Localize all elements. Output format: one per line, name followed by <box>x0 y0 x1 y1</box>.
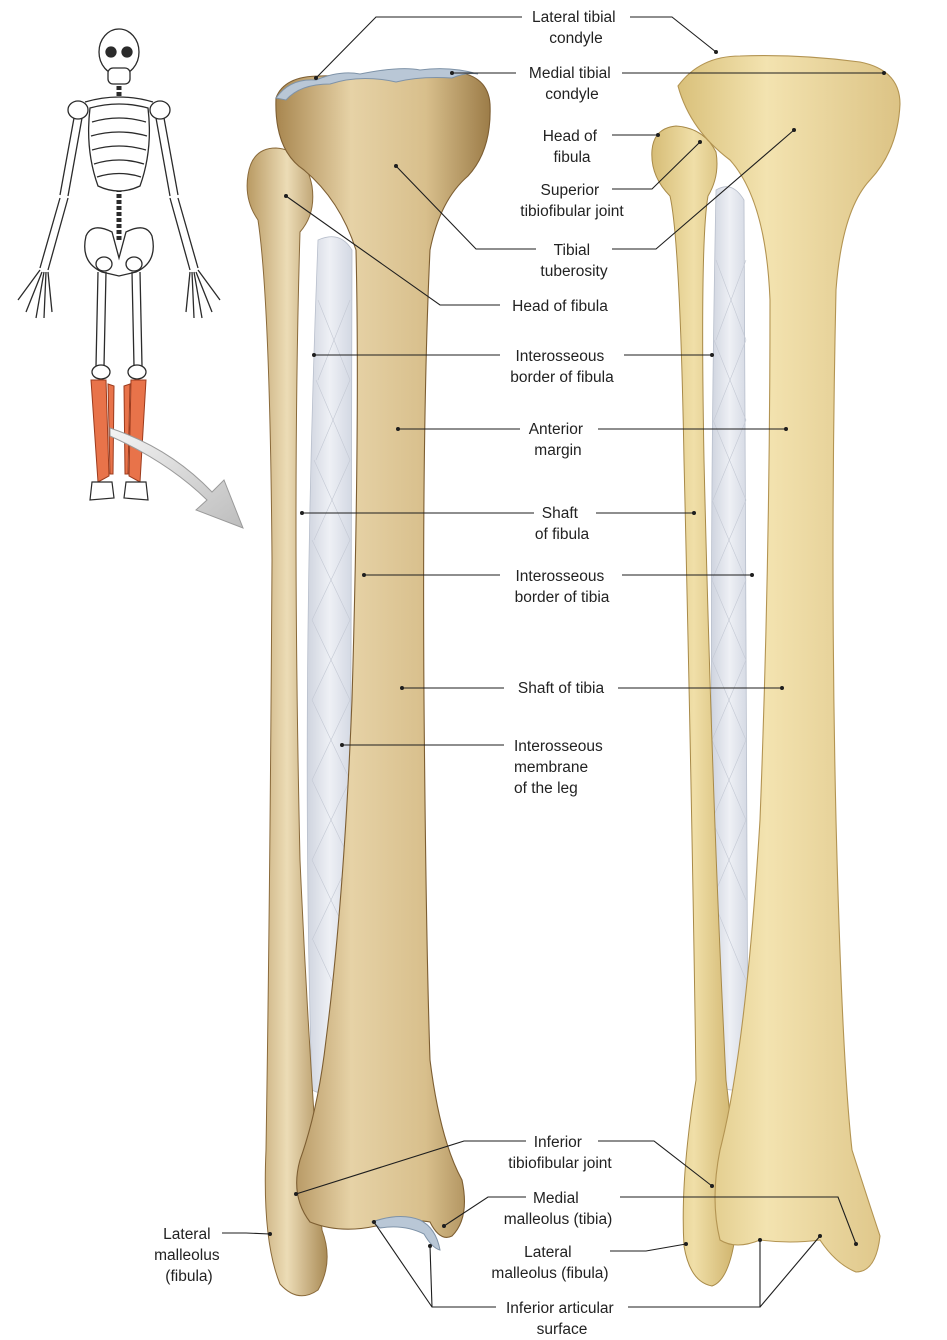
label-tibial-tuberosity: Tibial tuberosity <box>540 242 607 280</box>
label-anterior-margin: Anterior margin <box>529 421 588 459</box>
label-head-of-fibula-right: Head of fibula <box>543 128 602 166</box>
label-superior-tibiofibular-joint: Superior tibiofibular joint <box>520 182 624 220</box>
skeleton-feet <box>90 482 148 500</box>
label-interosseous-border-of-tibia: Interosseous border of tibia <box>515 568 610 606</box>
label-inferior-articular-surface: Inferior articular surface <box>506 1300 618 1338</box>
label-interosseous-membrane: Interosseous membrane of the leg <box>514 738 607 797</box>
anterior-view-bones <box>247 69 490 1296</box>
curved-arrow-icon <box>110 428 243 528</box>
label-lateral-malleolus-center: Lateral malleolus (fibula) <box>491 1244 608 1282</box>
label-interosseous-border-of-fibula: Interosseous border of fibula <box>510 348 614 386</box>
label-shaft-of-fibula: Shaft of fibula <box>535 505 590 543</box>
label-head-of-fibula-left: Head of fibula <box>512 298 608 315</box>
label-inferior-tibiofibular-joint: Inferior tibiofibular joint <box>508 1134 612 1172</box>
label-lateral-malleolus-left: Lateral malleolus (fibula) <box>154 1226 224 1285</box>
label-medial-malleolus: Medial malleolus (tibia) <box>504 1190 613 1228</box>
posterior-view-bones <box>652 56 900 1286</box>
skeleton-icon <box>18 29 220 379</box>
label-medial-tibial-condyle: Medial tibial condyle <box>529 65 615 103</box>
label-shaft-of-tibia: Shaft of tibia <box>518 680 605 697</box>
label-lateral-tibial-condyle: Lateral tibial condyle <box>532 9 620 47</box>
